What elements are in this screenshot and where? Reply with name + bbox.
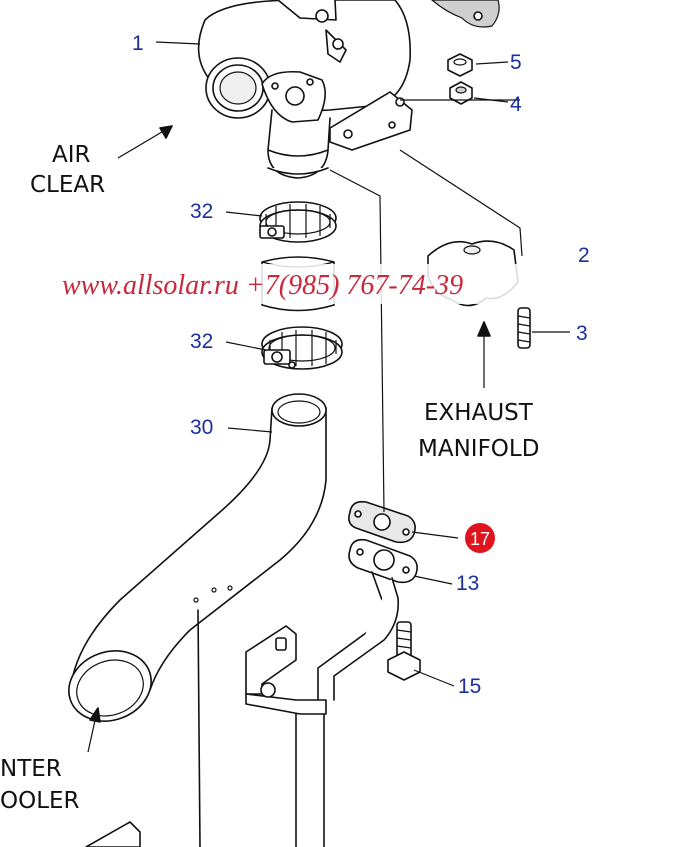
callout-30: 30 <box>190 416 213 439</box>
intercooler-label-line1: NTER <box>0 756 62 782</box>
mounting-bracket <box>245 625 327 715</box>
watermark-text: www.allsolar.ru +7(985) 767-74-39 <box>62 270 463 301</box>
bolt-15 <box>387 621 421 681</box>
cropped-part-bottom-left <box>85 821 141 847</box>
flange-13 <box>317 538 418 701</box>
callout-17: 17 <box>470 529 490 549</box>
nut-5 <box>447 53 473 77</box>
exhaust-manifold-label-line2: MANIFOLD <box>418 436 539 462</box>
hose-clamp-upper <box>259 201 337 243</box>
intercooler-label-line2: OOLER <box>0 788 80 814</box>
leader-lines <box>87 41 570 753</box>
callout-13: 13 <box>456 572 479 595</box>
air-cleaner-label-line2: CLEAR <box>30 172 105 198</box>
stud-3 <box>517 307 531 349</box>
air-cleaner-label-line1: AIR <box>52 142 91 168</box>
callout-numbers: 1 5 4 2 3 32 32 30 17 13 15 <box>132 32 590 698</box>
vertical-pipe <box>197 609 325 847</box>
callout-17-badge <box>465 523 495 553</box>
flow-labels: AIR CLEAR EXHAUST MANIFOLD NTER OOLER <box>0 142 539 814</box>
intake-pipe <box>68 393 327 722</box>
callout-15: 15 <box>458 675 481 698</box>
callout-5: 5 <box>510 51 522 74</box>
turbocharger <box>197 0 413 179</box>
nut-4 <box>449 81 473 105</box>
gasket-17 <box>348 500 416 544</box>
callout-32-upper: 32 <box>190 200 213 223</box>
exhaust-manifold-label-line1: EXHAUST <box>424 400 534 426</box>
callout-1: 1 <box>132 32 144 55</box>
cropped-part-top-right <box>431 0 500 28</box>
callout-32-lower: 32 <box>190 330 213 353</box>
hose-clamp-lower <box>261 326 343 370</box>
callout-4: 4 <box>510 93 522 116</box>
watermark: www.allsolar.ru +7(985) 767-74-39 <box>58 264 604 304</box>
callout-2: 2 <box>578 244 590 267</box>
callout-3: 3 <box>576 322 588 345</box>
